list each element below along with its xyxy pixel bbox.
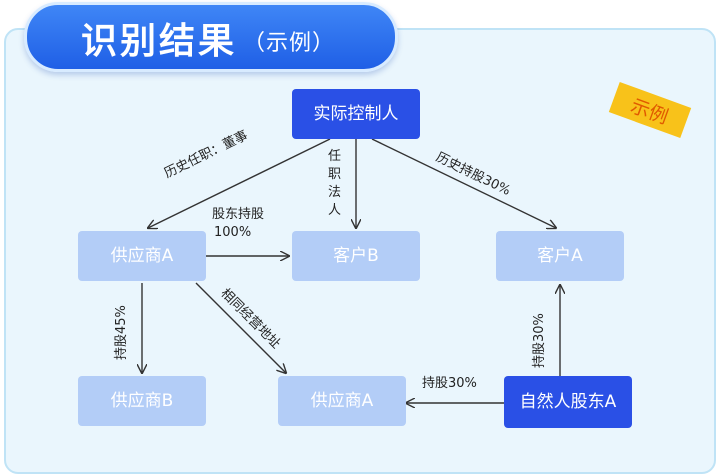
- edge-label-holding-45: 持股45%: [114, 305, 129, 360]
- edge-label-shareholder-line1: 股东持股: [212, 207, 265, 222]
- edge-label-legal-rep: 任职法人: [328, 149, 342, 218]
- node-customer-b: 客户B: [292, 231, 420, 281]
- edge-controller-to-supplier-a: [148, 138, 331, 228]
- node-customer-a: 客户A: [496, 231, 624, 281]
- edge-controller-to-customer-a: [371, 138, 556, 228]
- title-banner: 识别结果 （示例）: [24, 2, 398, 72]
- page-title: 识别结果: [81, 21, 238, 62]
- node-actual-controller: 实际控制人: [292, 89, 420, 139]
- node-supplier-a-bottom: 供应商A: [278, 376, 406, 426]
- edge-supplier-a-to-supplier-a-bottom: [195, 282, 286, 373]
- edge-label-holding-30-left: 持股30%: [422, 376, 477, 391]
- edge-label-holding-30-up: 持股30%: [532, 313, 547, 368]
- node-supplier-a-top: 供应商A: [78, 231, 206, 281]
- edge-label-shareholder-line2: 100%: [214, 225, 252, 240]
- node-natural-shareholder: 自然人股东A: [504, 376, 632, 428]
- page-subtitle: （示例）: [243, 31, 336, 56]
- node-supplier-b: 供应商B: [78, 376, 206, 426]
